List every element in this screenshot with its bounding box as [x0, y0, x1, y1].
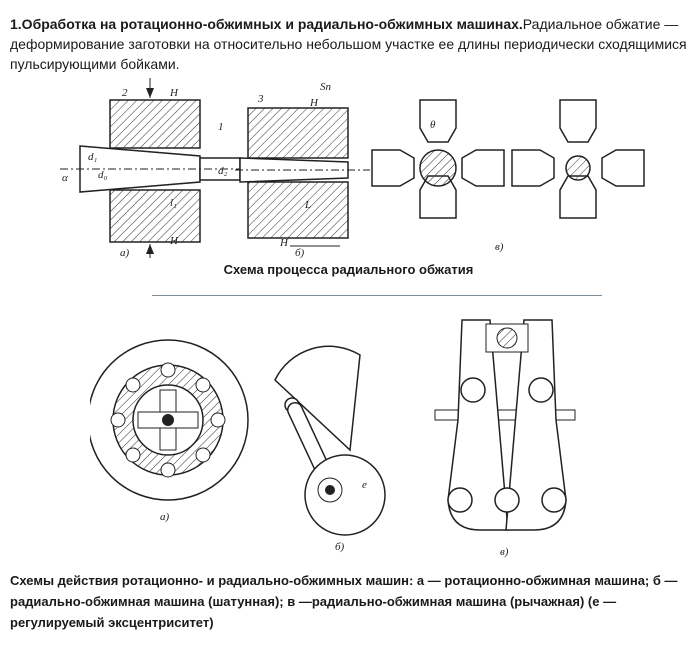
label-e: е	[362, 479, 367, 491]
swaging-machines-scheme: а) е б) в)	[90, 319, 576, 558]
scheme-panel-v: θ в)	[371, 99, 645, 253]
scheme-panel-a: 2 H 1 α d₁ d₀ l₁ H а)	[60, 78, 245, 258]
intro-text: Радиальное обжатие — деформирование заго…	[10, 16, 687, 72]
label-alpha: α	[62, 172, 68, 184]
label-2: 2	[122, 87, 128, 99]
scheme-panel-b: 3 H Sп d₂ L H б)	[218, 81, 370, 258]
label-machine-b: б)	[335, 541, 345, 553]
figure2-caption: Схемы действия ротационно- и радиально-о…	[10, 573, 678, 630]
label-l1: l₁	[170, 197, 177, 209]
label-3: 3	[257, 93, 264, 105]
label-H-top-b: H	[309, 97, 319, 109]
label-panel-b: б)	[295, 247, 305, 258]
radial-swaging-scheme: 2 H 1 α d₁ d₀ l₁ H а) 3 H Sп d₂ L H б) θ…	[60, 78, 645, 258]
label-d1: d₁	[88, 151, 98, 163]
intro-heading: 1.Обработка на ротационно-обжимных и рад…	[10, 16, 523, 32]
label-d2: d₂	[218, 165, 228, 177]
label-Sn: Sп	[320, 81, 332, 93]
label-panel-a: а)	[120, 247, 130, 258]
label-H-top-a: H	[169, 87, 179, 99]
section-divider	[152, 295, 602, 296]
label-L: L	[304, 199, 311, 211]
machine-panel-a: а)	[90, 339, 249, 523]
label-H-bottom-a: H	[169, 235, 179, 247]
machine-panel-b: е б)	[274, 345, 386, 553]
figure1-caption: Схема процесса радиального обжатия	[223, 262, 474, 277]
label-panel-v: в)	[495, 241, 504, 253]
label-machine-a: а)	[160, 511, 170, 523]
label-H-bottom-b: H	[279, 237, 289, 249]
label-theta: θ	[430, 119, 436, 131]
label-1: 1	[218, 121, 224, 133]
label-d0: d₀	[98, 169, 108, 181]
label-machine-v: в)	[500, 546, 509, 558]
intro-paragraph: 1.Обработка на ротационно-обжимных и рад…	[10, 14, 690, 74]
machine-panel-v: в)	[434, 319, 576, 558]
